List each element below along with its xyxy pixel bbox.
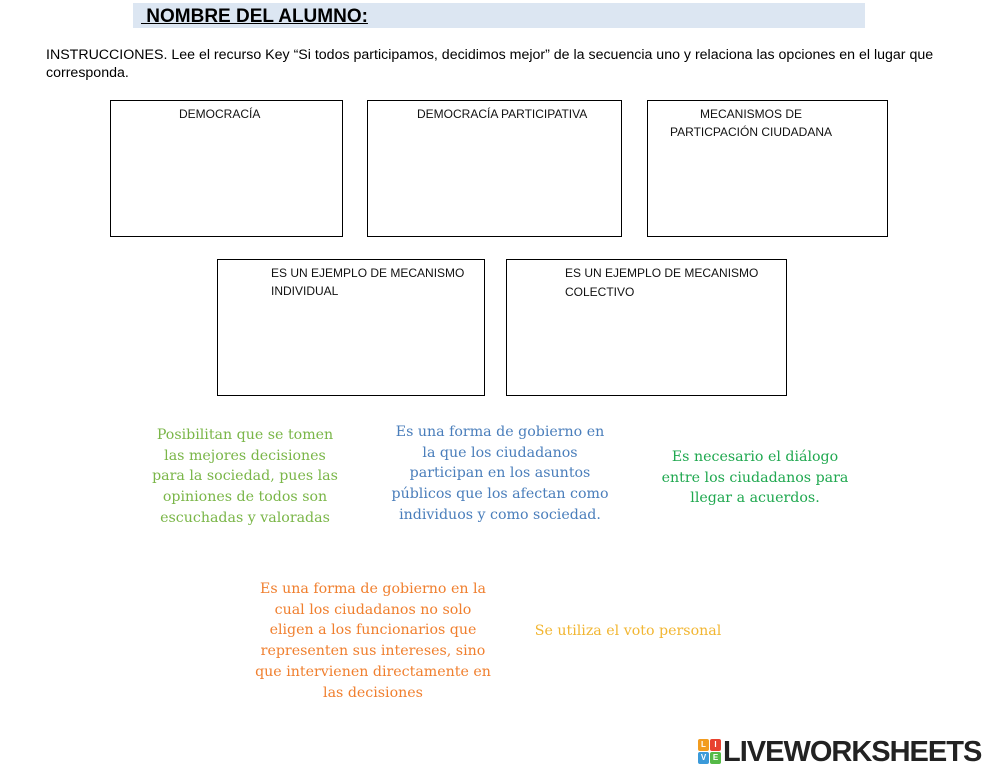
- drop-box-democracia[interactable]: DEMOCRACÍA: [110, 100, 343, 237]
- drop-box-mecanismos-participacion[interactable]: MECANISMOS DE PARTICPACIÓN CIUDADANA: [647, 100, 888, 237]
- answer-card-forma-gobierno-asuntos[interactable]: Es una forma de gobierno en la que los c…: [384, 422, 616, 526]
- drop-box-democracia-participativa[interactable]: DEMOCRACÍA PARTICIPATIVA: [367, 100, 622, 237]
- box-label: DEMOCRACÍA PARTICIPATIVA: [417, 107, 588, 121]
- card-line: representen sus intereses, sino: [260, 643, 486, 660]
- card-line: Posibilitan que se tomen: [156, 427, 334, 443]
- card-line: Es una forma de gobierno en: [395, 424, 605, 440]
- box-label-line1: MECANISMOS DE: [700, 107, 803, 121]
- box-label-line1: ES UN EJEMPLO DE MECANISMO: [271, 266, 465, 280]
- card-line: escuchadas y valoradas: [160, 509, 330, 526]
- card-line: Se utiliza el voto personal: [534, 623, 722, 639]
- card-line: Es una forma de gobierno en la: [259, 581, 487, 597]
- card-line: la que los ciudadanos: [422, 444, 578, 461]
- box-label-line2: COLECTIVO: [565, 285, 635, 299]
- box-label-line1: ES UN EJEMPLO DE MECANISMO: [565, 266, 759, 280]
- logo-tile: I: [710, 739, 721, 751]
- answer-card-forma-gobierno-decisiones[interactable]: Es una forma de gobierno en la cual los …: [249, 579, 497, 703]
- card-line: las mejores decisiones: [164, 447, 326, 464]
- drop-box-mecanismo-individual[interactable]: ES UN EJEMPLO DE MECANISMO INDIVIDUAL: [217, 259, 485, 396]
- card-line: que intervienen directamente en: [255, 663, 491, 680]
- logo-tile: L: [698, 739, 709, 751]
- card-line: Es necesario el diálogo: [671, 449, 839, 465]
- card-line: entre los ciudadanos para: [661, 469, 849, 486]
- logo-tile: E: [710, 752, 721, 764]
- answer-card-decisiones[interactable]: Posibilitan que se tomen las mejores dec…: [146, 425, 344, 529]
- card-line: participan en los asuntos: [409, 465, 591, 482]
- card-line: públicos que los afectan como: [391, 486, 609, 503]
- answer-card-dialogo[interactable]: Es necesario el diálogo entre los ciudad…: [654, 447, 856, 509]
- card-line: opiniones de todos son: [162, 489, 328, 506]
- card-line: eligen a los funcionarios que: [269, 622, 477, 639]
- card-line: individuos y como sociedad.: [399, 506, 601, 523]
- student-name-band: NOMBRE DEL ALUMNO:: [133, 3, 865, 28]
- answer-card-voto-personal[interactable]: Se utiliza el voto personal: [524, 621, 732, 642]
- student-name-label: NOMBRE DEL ALUMNO:: [141, 6, 368, 27]
- logo-tiles-icon: L I V E: [698, 739, 722, 765]
- logo-text: LIVEWORKSHEETS: [723, 736, 982, 768]
- drop-box-mecanismo-colectivo[interactable]: ES UN EJEMPLO DE MECANISMO COLECTIVO: [506, 259, 787, 396]
- instructions-text: INSTRUCCIONES. Lee el recurso Key “Si to…: [46, 47, 934, 81]
- box-label-line2: INDIVIDUAL: [271, 284, 339, 298]
- logo-tile: V: [698, 752, 709, 764]
- box-label: DEMOCRACÍA: [179, 107, 261, 121]
- card-line: cual los ciudadanos no solo: [274, 601, 472, 618]
- liveworksheets-logo: L I V E LIVEWORKSHEETS: [698, 736, 994, 768]
- card-line: para la sociedad, pues las: [152, 468, 338, 485]
- card-line: llegar a acuerdos.: [690, 490, 820, 507]
- card-line: las decisiones: [323, 684, 423, 701]
- box-label-line2: PARTICPACIÓN CIUDADANA: [670, 125, 833, 139]
